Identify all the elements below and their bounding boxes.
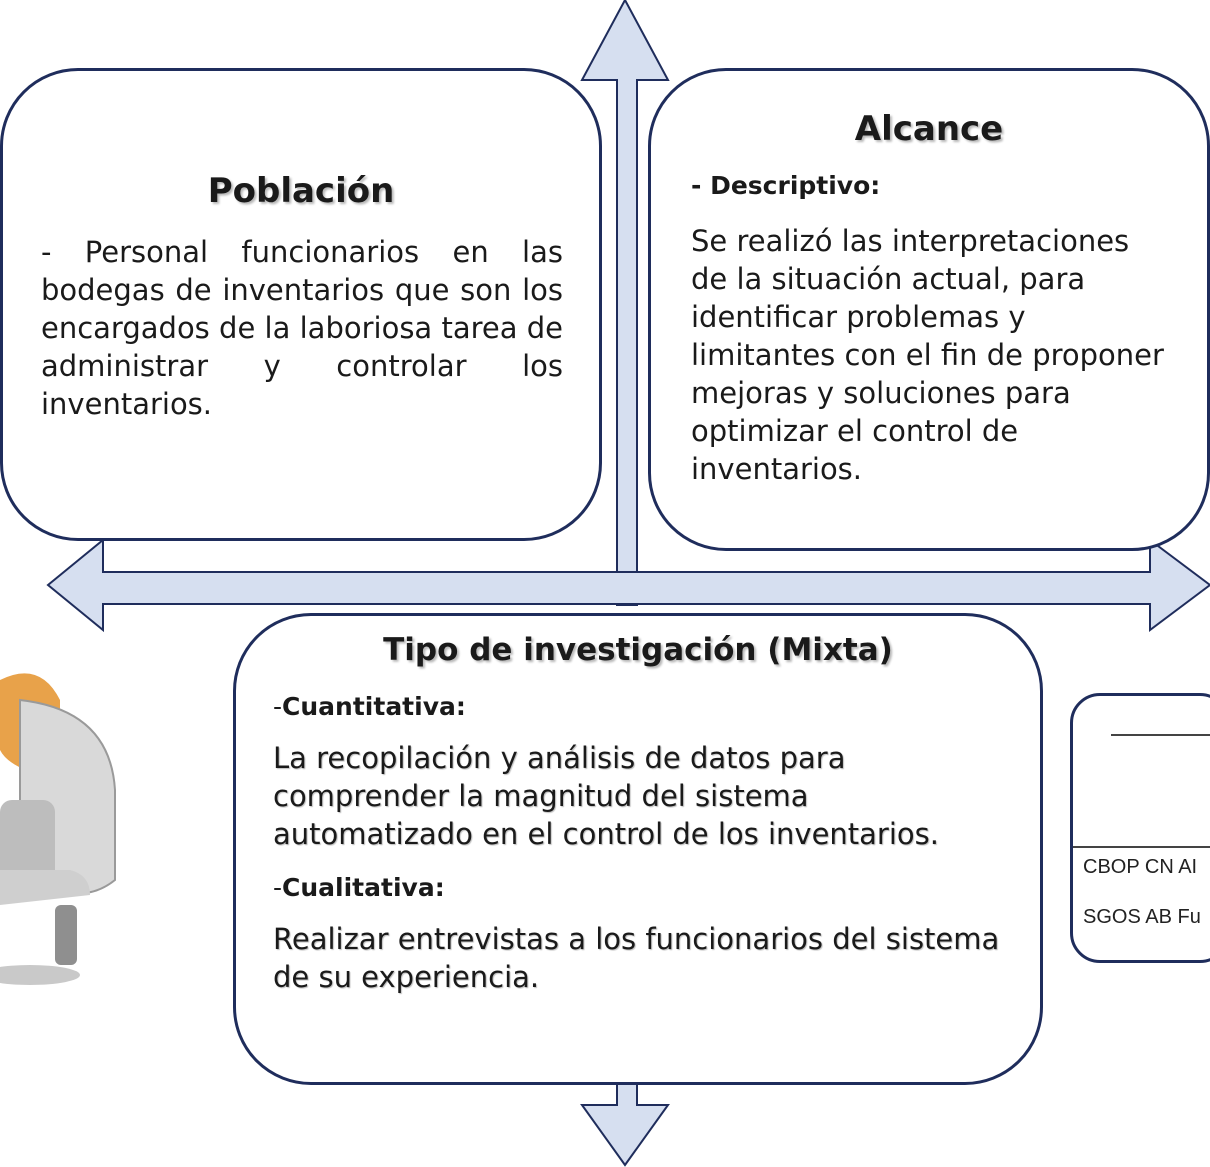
- alcance-subtitle: - Descriptivo:: [691, 171, 881, 200]
- alcance-title: Alcance: [854, 109, 1004, 149]
- document-rule-mid: [1073, 846, 1210, 848]
- poblacion-text: - Personal funcionarios en las bodegas d…: [41, 235, 563, 421]
- poblacion-title: Población: [207, 171, 395, 211]
- cualitativa-dash: -: [273, 873, 283, 902]
- document-line-1: CBOP CN AI: [1083, 856, 1198, 878]
- tipo-investigacion-box: Tipo de investigación (Mixta) -Cuantitat…: [233, 613, 1043, 1085]
- document-fragment: CBOP CN AI SGOS AB Fu: [1070, 693, 1210, 963]
- cualitativa-heading: -Cualitativa:: [273, 873, 1040, 902]
- alcance-box: Alcance - Descriptivo: Se realizó las in…: [648, 68, 1210, 551]
- poblacion-box: Población - Personal funcionarios en las…: [0, 68, 602, 541]
- document-rule-top: [1111, 734, 1210, 736]
- cuantitativa-text: La recopilación y análisis de datos para…: [273, 741, 939, 851]
- cuantitativa-dash: -: [273, 692, 283, 721]
- arrow-horizontal-shape: [46, 537, 1210, 633]
- cuantitativa-heading: -Cuantitativa:: [273, 692, 1040, 721]
- document-line-2: SGOS AB Fu: [1083, 906, 1201, 928]
- cualitativa-text: Realizar entrevistas a los funcionarios …: [273, 922, 1000, 994]
- person-in-armchair-icon: [0, 673, 116, 985]
- tipo-title: Tipo de investigación (Mixta): [383, 632, 893, 668]
- cuantitativa-label: Cuantitativa:: [282, 692, 466, 721]
- arrow-up-shape: [580, 0, 670, 606]
- arrow-down-shape: [580, 1079, 670, 1167]
- alcance-text: Se realizó las interpretaciones de la si…: [691, 224, 1164, 486]
- cualitativa-label: Cualitativa:: [282, 873, 445, 902]
